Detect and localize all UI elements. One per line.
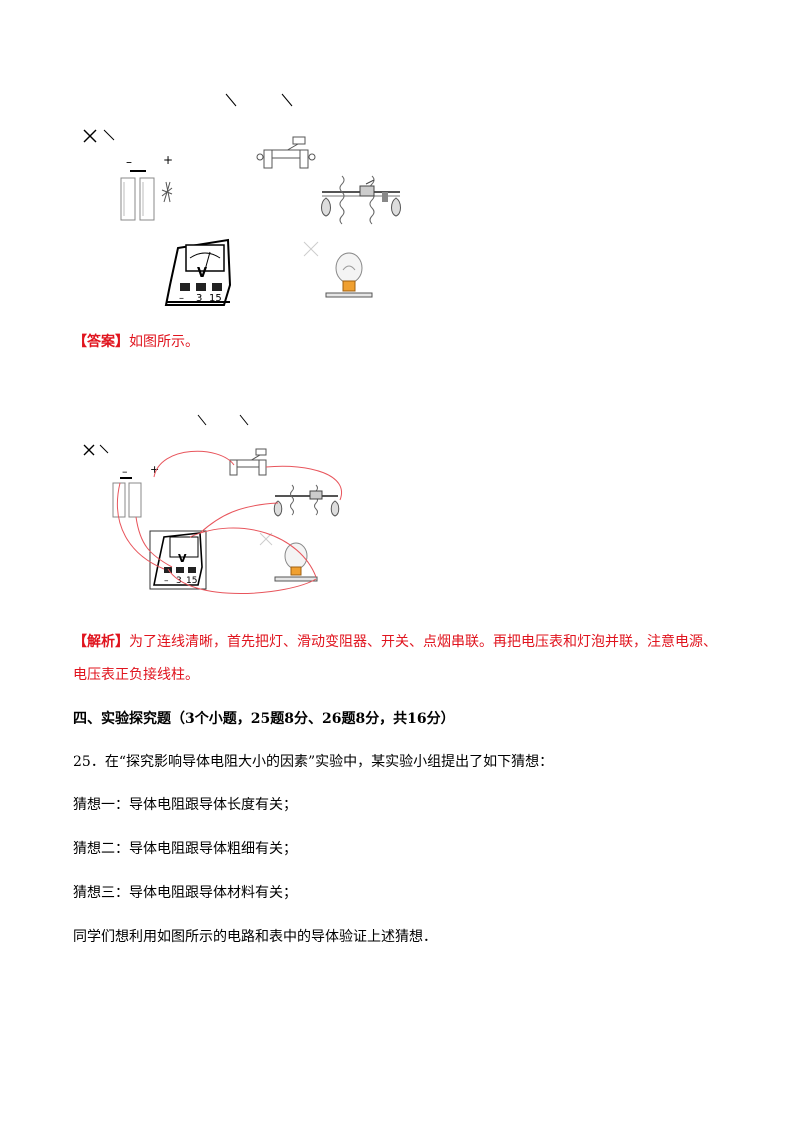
battery-minus-label: – — [126, 155, 132, 169]
section-heading: 四、实验探究题（3个小题，25题8分、26题8分，共16分） — [73, 711, 455, 727]
light-bulb-icon — [325, 252, 373, 298]
answer-line: 【答案】如图所示。 — [73, 332, 199, 352]
connection-wires — [116, 450, 343, 594]
terminal-minus: – — [179, 293, 184, 304]
question-25-closing: 同学们想利用如图所示的电路和表中的导体验证上述猜想． — [73, 929, 437, 945]
guess-1: 猜想一：导体电阻跟导体长度有关； — [73, 797, 297, 813]
switch — [256, 136, 316, 169]
cross-mark — [83, 444, 109, 456]
battery: – + — [120, 153, 173, 221]
circuit-figure-1: – + — [83, 93, 401, 306]
terminal-minus: – — [164, 576, 169, 586]
battery-minus-label: – — [122, 465, 128, 478]
terminal-3: 3 — [176, 576, 182, 586]
terminal-3: 3 — [196, 293, 202, 304]
voltmeter: V – 3 15 — [149, 530, 207, 590]
battery-plus-label: + — [150, 463, 159, 476]
sliding-rheostat — [321, 175, 401, 225]
cross-mark — [83, 129, 115, 143]
guess-2: 猜想二：导体电阻跟导体粗细有关； — [73, 841, 297, 857]
battery: – + — [112, 463, 159, 518]
voltmeter: V – 3 15 — [164, 238, 232, 306]
light-bulb-icon — [274, 542, 318, 582]
question-25-intro: 25．在“探究影响导体电阻大小的因素”实验中，某实验小组提出了如下猜想： — [73, 754, 554, 770]
analysis-text-1: 为了连线清晰，首先把灯、滑动变阻器、开关、点烟串联。再把电压表和灯泡并联，注意电… — [129, 634, 717, 650]
voltmeter-symbol: V — [178, 552, 187, 565]
switch — [229, 448, 267, 476]
analysis-tag: 【解析】 — [73, 634, 129, 650]
voltmeter-symbol: V — [197, 266, 207, 281]
answer-text: 如图所示。 — [129, 334, 199, 350]
analysis-line-2: 电压表正负接线柱。 — [73, 667, 199, 683]
circuit-figure-2-answer: – + V – 3 15 — [83, 414, 343, 594]
battery-plus-label: + — [163, 153, 173, 167]
terminal-15: 15 — [186, 576, 197, 586]
spark-igniter-icon — [161, 181, 173, 203]
terminal-15: 15 — [209, 293, 222, 304]
sliding-rheostat — [273, 484, 340, 517]
analysis-line-1: 【解析】为了连线清晰，首先把灯、滑动变阻器、开关、点烟串联。再把电压表和灯泡并联… — [73, 632, 717, 652]
guess-3: 猜想三：导体电阻跟导体材料有关； — [73, 885, 297, 901]
answer-tag: 【答案】 — [73, 334, 129, 350]
